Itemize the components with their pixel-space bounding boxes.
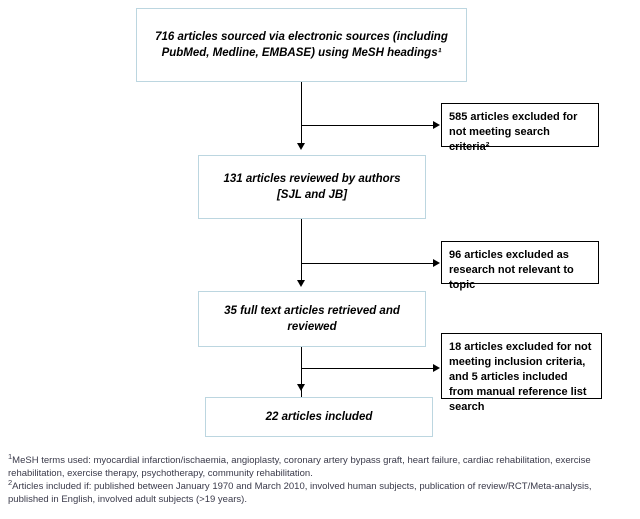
footnote-2-text: Articles included if: published between … <box>8 481 592 505</box>
connector-branch-to-excluded-inclusion-criteria <box>301 368 434 369</box>
flow-box-excluded-inclusion-criteria: 18 articles excluded for not meeting inc… <box>441 333 602 413</box>
flow-box-articles-reviewed-label: 131 articles reviewed by authors [SJL an… <box>223 173 401 201</box>
flow-box-articles-included-label: 22 articles included <box>265 411 373 423</box>
arrowhead-down-to-included-icon <box>297 384 305 391</box>
arrowhead-right-to-excluded-search-criteria-icon <box>433 121 440 129</box>
connector-reviewed-to-full-text <box>301 219 302 285</box>
flow-box-articles-reviewed: 131 articles reviewed by authors [SJL an… <box>198 155 426 219</box>
footnote-1: 1MeSH terms used: myocardial infarction/… <box>8 451 632 480</box>
connector-branch-to-excluded-not-relevant <box>301 263 434 264</box>
flow-box-excluded-search-criteria: 585 articles excluded for not meeting se… <box>441 103 599 153</box>
flow-box-articles-included: 22 articles included <box>205 397 433 437</box>
arrowhead-down-to-full-text-icon <box>297 280 305 287</box>
connector-sourced-to-reviewed <box>301 82 302 148</box>
flow-box-excluded-not-relevant: 96 articles excluded as research not rel… <box>441 241 599 291</box>
connector-branch-to-excluded-search-criteria <box>301 125 434 126</box>
flow-box-articles-sourced-label: 716 articles sourced via electronic sour… <box>155 31 448 59</box>
flow-box-articles-sourced: 716 articles sourced via electronic sour… <box>136 8 467 82</box>
footnote-1-text: MeSH terms used: myocardial infarction/i… <box>8 455 591 479</box>
footnote-2: 2Articles included if: published between… <box>8 477 632 506</box>
footnote-2-marker: 2 <box>8 477 13 487</box>
arrowhead-right-to-excluded-not-relevant-icon <box>433 259 440 267</box>
footnote-1-marker: 1 <box>8 451 13 461</box>
flow-box-full-text-retrieved: 35 full text articles retrieved and revi… <box>198 291 426 347</box>
arrowhead-right-to-excluded-inclusion-criteria-icon <box>433 364 440 372</box>
footnotes: 1MeSH terms used: myocardial infarction/… <box>8 451 632 507</box>
flow-box-excluded-not-relevant-label: 96 articles excluded as research not rel… <box>449 249 574 291</box>
flow-box-excluded-inclusion-criteria-label: 18 articles excluded for not meeting inc… <box>449 341 592 413</box>
flow-box-full-text-retrieved-label: 35 full text articles retrieved and revi… <box>224 305 400 333</box>
flow-box-excluded-search-criteria-label: 585 articles excluded for not meeting se… <box>449 111 578 153</box>
arrowhead-down-to-reviewed-icon <box>297 143 305 150</box>
connector-full-text-to-included <box>301 347 302 397</box>
